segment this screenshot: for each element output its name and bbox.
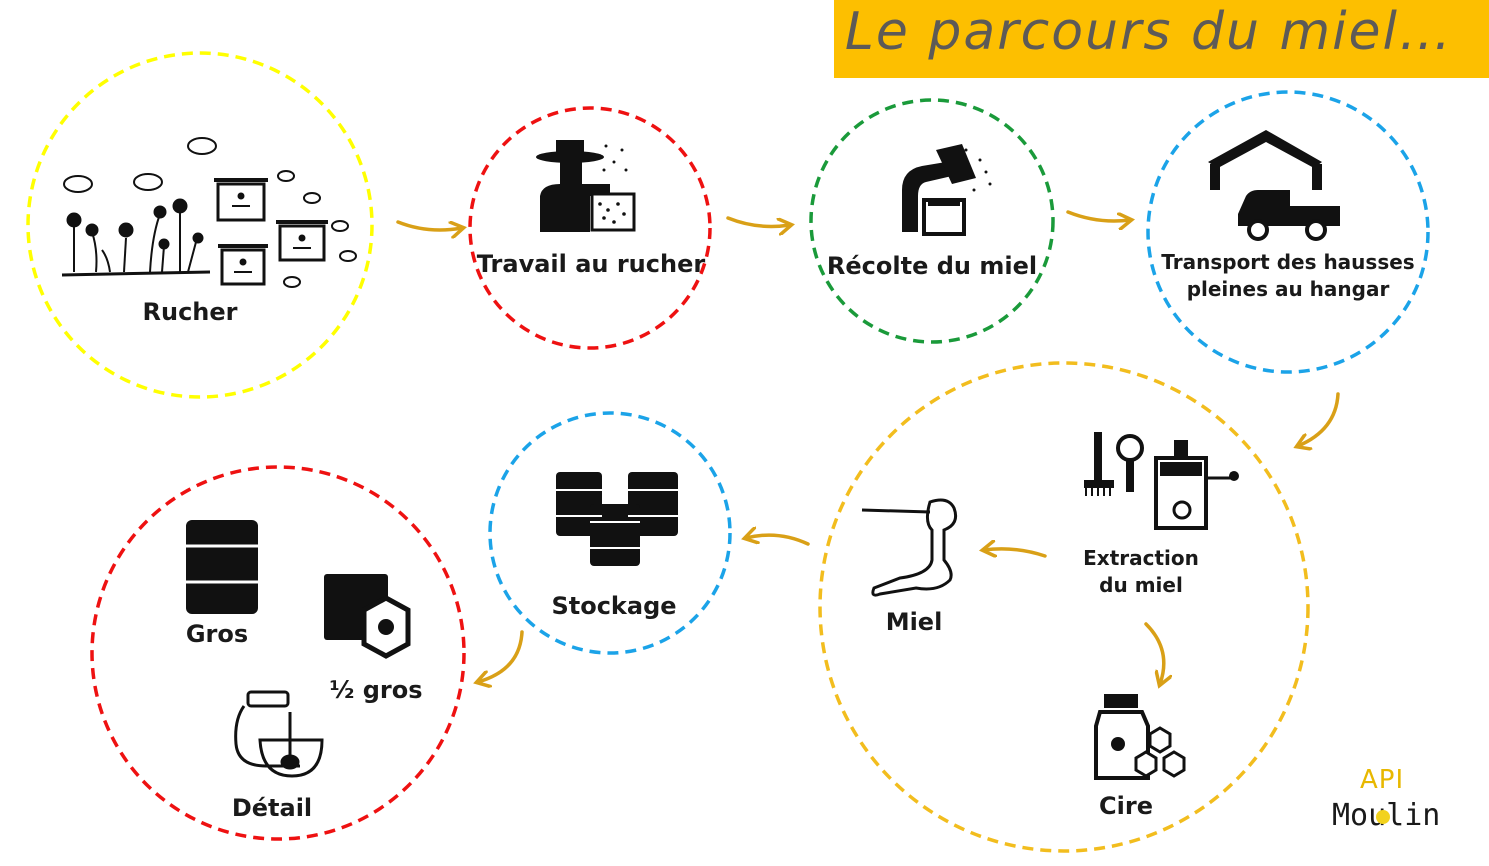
bucket-icon <box>324 574 411 659</box>
arrow-extraction-miel <box>984 549 1047 556</box>
barrels-icon <box>556 472 678 566</box>
sun-icon <box>1376 810 1390 824</box>
circle-stockage <box>488 411 732 655</box>
title-banner: Le parcours du miel… <box>834 0 1489 78</box>
arrow-recolte-transport <box>1066 210 1130 221</box>
circle-transport <box>1146 90 1430 374</box>
hangar-truck-icon <box>1208 130 1340 241</box>
arrow-rucher-travail <box>396 222 462 230</box>
label-transport-line1: Transport des hausses <box>1161 250 1415 274</box>
page-title: Le parcours du miel… <box>844 2 1453 62</box>
label-cire: Cire <box>1099 792 1153 820</box>
logo-line1: API <box>1360 765 1405 795</box>
label-travail: Travail au rucher <box>476 250 706 278</box>
arrow-extraction-stockage <box>746 535 810 546</box>
harvest-icon <box>902 144 992 236</box>
label-transport: Transport des hausses pleines au hangar <box>1161 249 1414 303</box>
circle-vente <box>90 465 466 841</box>
arrow-extraction-cire <box>1144 622 1164 684</box>
arrow-transport-extraction <box>1298 392 1340 446</box>
circle-recolte <box>809 98 1055 344</box>
arrow-travail-recolte <box>726 216 790 226</box>
arrow-stockage-vente <box>478 630 524 682</box>
label-recolte: Récolte du miel <box>826 252 1038 280</box>
beekeeper-icon <box>536 140 636 232</box>
honey-jar-icon <box>234 690 324 778</box>
circle-rucher <box>26 51 374 399</box>
label-extraction-line2: du miel <box>1099 573 1183 597</box>
circle-extraction <box>818 361 1310 853</box>
label-extraction: Extraction du miel <box>1083 545 1199 599</box>
label-demi-gros: ½ gros <box>329 676 423 704</box>
label-gros: Gros <box>185 620 249 648</box>
label-stockage: Stockage <box>551 592 677 620</box>
wax-jar-icon <box>1094 694 1186 780</box>
apiary-icon <box>61 137 357 288</box>
label-extraction-line1: Extraction <box>1083 546 1199 570</box>
honey-drip-icon <box>861 498 958 597</box>
api-moulin-logo: API Moulin <box>1330 765 1480 850</box>
circle-travail <box>468 106 712 350</box>
label-transport-line2: pleines au hangar <box>1186 277 1390 301</box>
label-rucher: Rucher <box>142 298 238 326</box>
extractor-icon <box>1084 432 1239 530</box>
large-barrel-icon <box>186 520 258 614</box>
label-miel: Miel <box>885 608 943 636</box>
label-detail: Détail <box>231 794 313 822</box>
